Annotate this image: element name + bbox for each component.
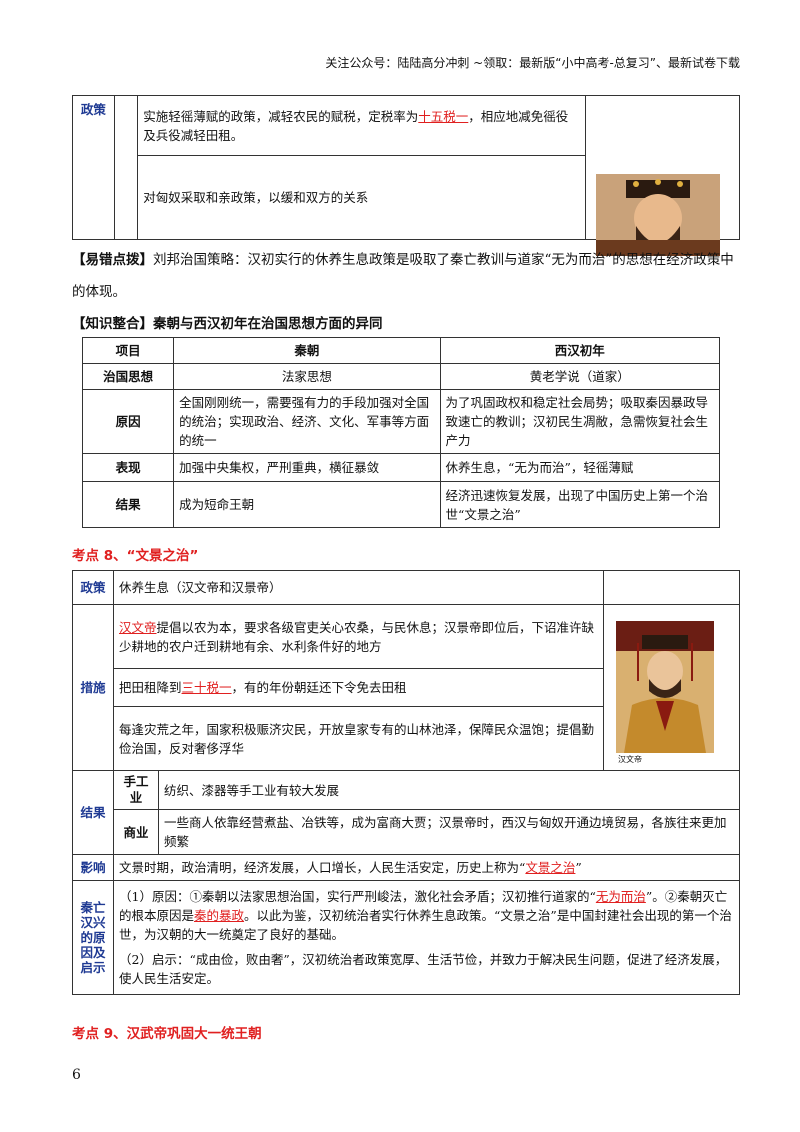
policy-row-2: 对匈奴采取和亲政策，以缓和双方的关系 xyxy=(137,155,586,240)
portrait-cell: 汉文帝 xyxy=(603,604,740,771)
policy-row-1: 实施轻徭薄赋的政策，减轻农民的赋税，定税率为十五税一，相应地减免徭役及兵役减轻田… xyxy=(137,95,586,156)
measure-3: 每逢灾荒之年，国家积极赈济灾民，开放皇家专有的山林池泽，保障民众温饱；提倡勤俭治… xyxy=(113,706,604,771)
measure-2: 把田租降到三十税一，有的年份朝廷还下令免去田租 xyxy=(113,668,604,707)
portrait-caption: 汉文帝 xyxy=(618,755,642,764)
row-label: 治国思想 xyxy=(81,363,175,390)
integration-title: 【知识整合】秦朝与西汉初年在治国思想方面的异同 xyxy=(72,316,383,332)
section-title-8: 考点 8、“文景之治” xyxy=(72,548,199,564)
row-label: 原因 xyxy=(81,389,175,454)
row-label: 表现 xyxy=(81,453,175,482)
comparison-table: 项目 秦朝 西汉初年 治国思想 法家思想 黄老学说（道家） 原因 全国刚刚统一，… xyxy=(81,337,721,528)
wenjing-table: 政策 休养生息（汉文帝和汉景帝） 措施 汉文帝提倡以农为本，要求各级官吏关心农桑… xyxy=(72,570,740,995)
tip-paragraph: 【易错点拨】刘邦治国策略：汉初实行的休养生息政策是吸取了秦亡教训与道家“无为而治… xyxy=(72,252,734,300)
header-han: 西汉初年 xyxy=(439,337,721,364)
emperor-portrait-icon xyxy=(595,174,720,256)
section-title-9: 考点 9、汉武帝巩固大一统王朝 xyxy=(72,1026,262,1042)
tax-rate-highlight: 十五税一 xyxy=(418,108,469,124)
header-qin: 秦朝 xyxy=(173,337,441,364)
header-item: 项目 xyxy=(81,337,175,364)
policy-label: 政策 xyxy=(72,95,115,240)
policy-label: 政策 xyxy=(72,570,114,605)
page-number: 6 xyxy=(72,1067,81,1083)
page-header: 关注公众号：陆陆高分冲刺 ~领取：最新版“小中高考-总复习”、最新试卷下载 xyxy=(325,56,740,70)
measure-1: 汉文帝提倡以农为本，要求各级官吏关心农桑，与民休息；汉景帝即位后，下诏准许缺少耕… xyxy=(113,604,604,669)
result-label: 结果 xyxy=(72,770,114,855)
emperor-wen-portrait-icon xyxy=(616,621,714,753)
measures-label: 措施 xyxy=(72,604,114,771)
row-label: 结果 xyxy=(81,481,175,528)
policy-table: 政策 实施轻徭薄赋的政策，减轻农民的赋税，定税率为十五税一，相应地减免徭役及兵役… xyxy=(72,95,741,256)
impact-label: 影响 xyxy=(72,854,114,881)
reason-text: （1）原因：①秦朝以法家思想治国，实行严刑峻法，激化社会矛盾；汉初推行道家的“无… xyxy=(113,880,740,995)
craft-label: 手工业 xyxy=(113,770,159,810)
reason-label: 秦亡汉兴的原因及启示 xyxy=(72,880,114,995)
commerce-label: 商业 xyxy=(113,809,159,855)
impact-text: 文景时期，政治清明，经济发展，人口增长，人民生活安定，历史上称为“文景之治” xyxy=(113,854,740,881)
portrait-cell xyxy=(584,95,741,256)
